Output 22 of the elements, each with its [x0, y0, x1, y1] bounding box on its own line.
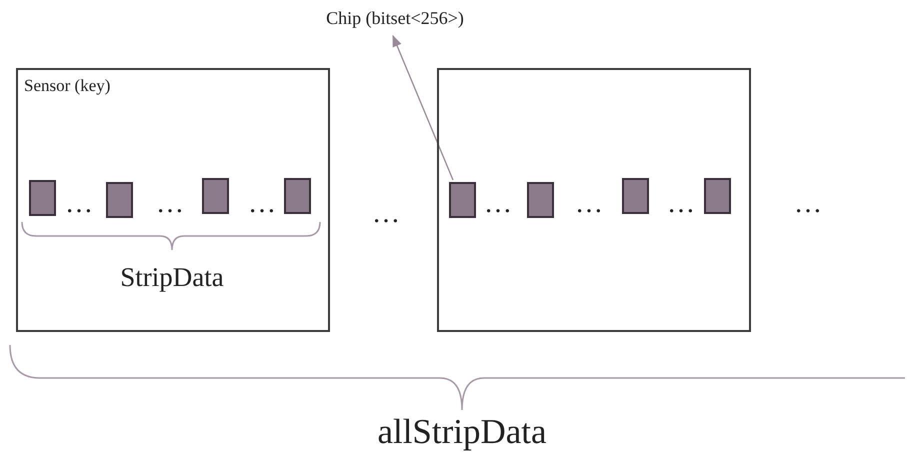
chip-square — [29, 180, 56, 216]
chip-square — [704, 178, 731, 214]
chip-square — [202, 178, 229, 214]
brace-label: allStripData — [377, 412, 547, 452]
ellipsis: … — [794, 188, 822, 220]
brace-label: StripData — [120, 262, 224, 293]
ellipsis: … — [248, 188, 276, 220]
chip-square — [527, 182, 554, 218]
sensor-frame — [16, 68, 330, 332]
ellipsis: … — [484, 188, 512, 220]
frame-title: Sensor (key) — [24, 76, 110, 96]
ellipsis: … — [575, 188, 603, 220]
chip-square — [106, 182, 133, 218]
ellipsis: … — [156, 188, 184, 220]
ellipsis: … — [372, 198, 400, 230]
chip-square — [622, 178, 649, 214]
chip-square — [449, 182, 476, 218]
sensor-frame — [437, 68, 751, 332]
ellipsis: … — [65, 188, 93, 220]
leader-line — [392, 34, 454, 180]
chip-square — [284, 178, 311, 214]
ellipsis: … — [667, 188, 695, 220]
